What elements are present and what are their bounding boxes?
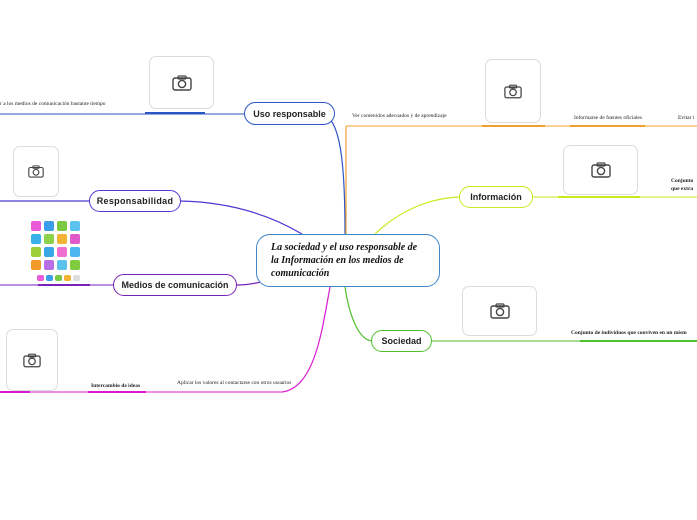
photo-placeholder (149, 56, 214, 109)
node-informacion[interactable]: Información (459, 186, 533, 208)
subtopic-fuentes-oficiales[interactable]: Informarse de fuentes oficiales (574, 115, 642, 121)
node-uso-responsable[interactable]: Uso responsable (244, 102, 335, 125)
central-topic[interactable]: La sociedad y el uso responsable de la I… (256, 234, 440, 287)
camera-icon (590, 162, 611, 178)
photo-placeholder (462, 286, 537, 336)
subtopic-evitar[interactable]: Evitar i (678, 115, 695, 121)
node-responsabilidad[interactable]: Responsabilidad (89, 190, 181, 212)
subtopic-conjunto[interactable]: Conjunto (671, 178, 694, 184)
node-sociedad[interactable]: Sociedad (371, 330, 432, 352)
photo-placeholder (485, 59, 541, 123)
camera-icon (171, 74, 192, 91)
camera-icon (489, 303, 510, 319)
photo-placeholder (563, 145, 638, 195)
photo-placeholder (6, 329, 58, 391)
camera-icon (28, 165, 44, 178)
subtopic-contenidos-adecuados[interactable]: Ver contenidos adecuados y de aprendizaj… (352, 113, 447, 119)
subtopic-que-extra[interactable]: que extra (671, 186, 694, 192)
node-medios-de-comunicacion[interactable]: Medios de comunicación (113, 274, 237, 296)
subtopic-medios-tiempo[interactable]: r a los medios de comunicación bastante … (0, 101, 106, 107)
subtopic-intercambio-ideas[interactable]: Intercambio de ideas (91, 383, 141, 389)
photo-placeholder (13, 146, 59, 197)
camera-icon (23, 353, 41, 367)
camera-icon (504, 84, 522, 98)
subtopic-aplicar-valores[interactable]: Aplicar los valores al contactarse con o… (177, 380, 292, 386)
app-icons-image (31, 221, 85, 285)
subtopic-conjunto-individuos[interactable]: Conjunto de individuos que conviven en u… (571, 330, 687, 336)
